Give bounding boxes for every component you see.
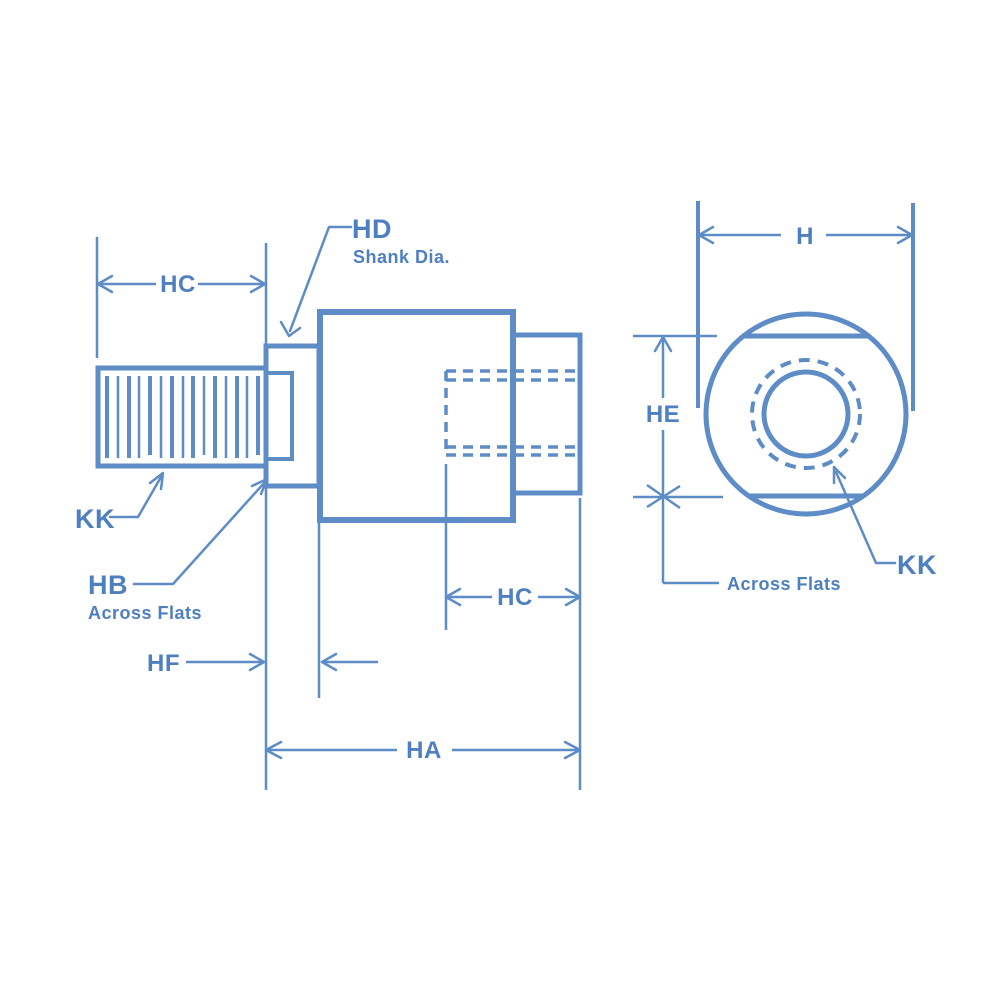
label-hb: HB bbox=[88, 570, 128, 600]
arrowhead bbox=[148, 471, 165, 491]
arrowhead bbox=[264, 740, 283, 760]
hidden-thread-circle bbox=[750, 358, 862, 470]
outer-circle bbox=[703, 311, 909, 517]
label-across-flats-left: Across Flats bbox=[88, 603, 202, 623]
dimension-he: HE Across Flats bbox=[633, 334, 841, 594]
dimension-hc-bottom: HC bbox=[444, 584, 582, 611]
leader-line bbox=[834, 470, 897, 565]
arrowhead bbox=[896, 225, 914, 245]
arrowhead bbox=[832, 465, 847, 485]
neck-outline bbox=[264, 371, 294, 461]
callout-hd: HD Shank Dia. bbox=[279, 214, 450, 338]
side-view-dimensions: HC HD Shank Dia. KK HB Across Flats bbox=[75, 214, 582, 790]
leader-line bbox=[108, 475, 163, 519]
end-view-part bbox=[703, 311, 909, 517]
arrowhead bbox=[564, 587, 582, 607]
body-outline bbox=[317, 309, 516, 523]
callout-kk-left: KK bbox=[75, 471, 165, 534]
hidden-tap-hole bbox=[444, 369, 577, 457]
label-ha: HA bbox=[406, 737, 442, 764]
label-hc-bottom: HC bbox=[497, 584, 533, 611]
arrowhead bbox=[96, 274, 114, 294]
arrowhead bbox=[653, 335, 673, 353]
label-kk-right: KK bbox=[897, 550, 937, 580]
leader-line bbox=[288, 225, 353, 333]
label-he: HE bbox=[646, 401, 680, 428]
arrowhead bbox=[444, 587, 462, 607]
label-hf: HF bbox=[147, 650, 180, 677]
dimension-ha: HA bbox=[264, 737, 582, 764]
label-kk-left: KK bbox=[75, 504, 115, 534]
arrowhead bbox=[249, 274, 267, 294]
dimension-hc-top: HC bbox=[96, 271, 267, 298]
end-view-dimensions: H HE Across Flats KK bbox=[633, 201, 937, 594]
label-h: H bbox=[796, 223, 814, 250]
arrowhead bbox=[697, 225, 715, 245]
arrowhead bbox=[563, 740, 582, 760]
arrowhead bbox=[279, 320, 302, 338]
callout-hb: HB Across Flats bbox=[88, 477, 269, 623]
dimension-h: H bbox=[697, 223, 914, 250]
arrowhead bbox=[248, 652, 266, 672]
label-shank-dia: Shank Dia. bbox=[353, 247, 450, 267]
label-hd: HD bbox=[352, 214, 392, 244]
label-across-flats-right: Across Flats bbox=[727, 574, 841, 594]
side-view-part bbox=[95, 309, 583, 523]
collar-outline bbox=[510, 332, 583, 496]
thread-hatch bbox=[105, 376, 260, 458]
arrowhead bbox=[320, 652, 338, 672]
dimension-hf: HF bbox=[147, 650, 378, 677]
arrow-tick bbox=[646, 484, 681, 509]
label-hc-top: HC bbox=[160, 271, 196, 298]
callout-kk-right: KK bbox=[832, 465, 937, 580]
leader-line bbox=[132, 480, 267, 586]
bore-circle bbox=[761, 369, 851, 459]
